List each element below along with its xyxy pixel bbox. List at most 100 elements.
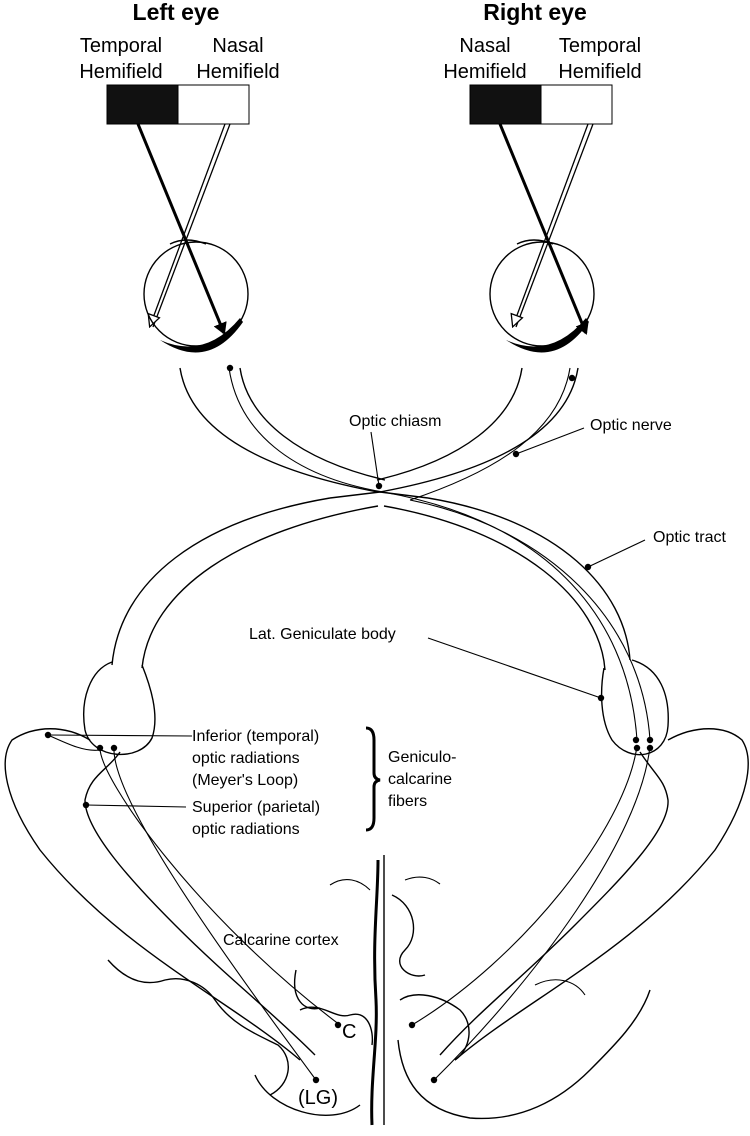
right-optic-tract-inner: [383, 505, 606, 671]
right-optic-nerve-inner: [376, 367, 523, 481]
right-lobe-outline: [397, 989, 651, 1120]
left-radiation-inner: [84, 751, 316, 1056]
inferior-radiations-label-1: Inferior (temporal): [192, 728, 319, 745]
right-nasal-label-1: Nasal: [459, 35, 510, 57]
geniculo-brace: [365, 726, 381, 832]
left-optic-tract-outer: [111, 497, 331, 666]
chiasm-lower-edge: [329, 491, 429, 499]
left-temporal-label-1: Temporal: [80, 35, 162, 57]
optic-chiasm-leader: [370, 431, 380, 487]
left-nerve-dot: [226, 364, 234, 372]
left-lobe-outline: [107, 959, 289, 1096]
right-c-dot: [408, 1021, 416, 1029]
left-lgn-dot-2: [110, 744, 118, 752]
lat-geniculate-dot: [597, 694, 605, 702]
calcarine-cortex-label: Calcarine cortex: [223, 932, 339, 949]
left-temporal-field-box: [106, 84, 179, 125]
right-nerve-fiber: [409, 367, 571, 501]
right-lgn-dot-4: [646, 744, 654, 752]
chiasm-dot: [375, 482, 383, 490]
right-lgn-dot-3: [633, 744, 641, 752]
left-calcarine-sulcus: [299, 1006, 374, 1046]
right-temporal-ray-a: [515, 123, 594, 328]
right-lgn-dot-2: [646, 736, 654, 744]
optic-nerve-label: Optic nerve: [590, 417, 672, 434]
right-optic-nerve-outer: [379, 367, 579, 493]
geniculo-label-1: Geniculo-: [388, 749, 456, 766]
optic-nerve-leader: [515, 427, 585, 455]
right-nasal-ray: [498, 123, 589, 335]
right-fiber-to-lg: [433, 745, 651, 1081]
right-fiber-to-c: [411, 745, 638, 1026]
right-nasal-label-2: Hemifield: [443, 61, 526, 83]
marker-dots: [44, 364, 654, 1084]
left-eyeball: [143, 239, 249, 353]
calcarine-midline: [370, 859, 380, 1126]
right-gyrus-1: [391, 894, 426, 977]
left-optic-nerve-outer: [179, 367, 379, 493]
lat-geniculate-label: Lat. Geniculate body: [249, 626, 396, 643]
lg-label: (LG): [298, 1087, 338, 1109]
left-nasal-label-2: Hemifield: [196, 61, 279, 83]
right-radiation-outer: [454, 728, 749, 1061]
optic-pathway: [111, 367, 651, 741]
left-nasal-label-1: Nasal: [212, 35, 263, 57]
optic-chiasm-label: Optic chiasm: [349, 413, 441, 430]
left-retina: [160, 318, 243, 353]
superior-radiation-dot: [82, 801, 90, 809]
left-gyrus-1: [294, 969, 321, 1010]
optic-tract-leader: [587, 539, 646, 568]
right-lg-dot: [430, 1076, 438, 1084]
optic-tract-dot: [584, 563, 592, 571]
right-nasal-field-box: [469, 84, 542, 125]
left-optic-nerve-inner: [239, 367, 386, 481]
superior-radiations-label-1: Superior (parietal): [192, 799, 320, 816]
left-nerve-fiber: [228, 367, 384, 493]
right-nerve-dot: [568, 374, 576, 382]
leader-lines: [47, 427, 646, 808]
occipital-cortex: [107, 855, 651, 1126]
left-cornea: [169, 239, 207, 245]
left-fiber-to-c: [99, 747, 341, 1026]
right-temporal-field-box: [540, 84, 613, 125]
right-optic-tract-outer: [427, 497, 631, 661]
left-lgn-dot-1: [96, 744, 104, 752]
left-lingual-gyrus: [254, 1074, 361, 1116]
left-lg-dot: [312, 1076, 320, 1084]
right-lgn-dot-1: [632, 736, 640, 744]
optic-nerve-dot: [512, 450, 520, 458]
left-cortex-sulcus-1: [329, 879, 371, 891]
right-radiation-inner: [439, 751, 669, 1056]
right-tract-fiber-b: [409, 499, 651, 741]
meyer-loop-dot: [44, 731, 52, 739]
left-nasal-field-box: [177, 84, 250, 125]
inferior-radiations-label-2: optic radiations: [192, 750, 300, 767]
superior-radiations-leader: [85, 804, 187, 808]
inferior-radiations-leader: [47, 734, 193, 737]
right-cortex-sulcus-1: [404, 876, 441, 885]
left-nasal-ray-b: [150, 123, 226, 326]
geniculo-label-3: fibers: [388, 793, 427, 810]
right-eyeball: [489, 239, 595, 353]
right-temporal-ray-b: [513, 123, 589, 326]
right-cornea: [516, 239, 554, 245]
right-calcarine-sulcus: [399, 994, 470, 1061]
left-optic-tract-inner: [141, 505, 379, 669]
right-temporal-label-2: Hemifield: [558, 61, 641, 83]
left-nasal-ray-a: [152, 123, 231, 328]
superior-radiations-label-2: optic radiations: [192, 821, 300, 838]
left-meyer-loop-fiber: [47, 734, 101, 751]
right-eye-title: Right eye: [483, 0, 587, 25]
left-eye-rays: [136, 123, 231, 335]
left-temporal-ray: [136, 123, 227, 335]
lat-geniculate-leader: [427, 637, 602, 699]
optic-tract-label: Optic tract: [653, 529, 726, 546]
left-c-dot: [334, 1021, 342, 1029]
inferior-radiations-label-3: (Meyer's Loop): [192, 772, 298, 789]
left-temporal-label-2: Hemifield: [79, 61, 162, 83]
right-eye-rays: [498, 123, 594, 335]
right-temporal-label-1: Temporal: [559, 35, 641, 57]
left-fiber-to-lg: [113, 747, 317, 1081]
